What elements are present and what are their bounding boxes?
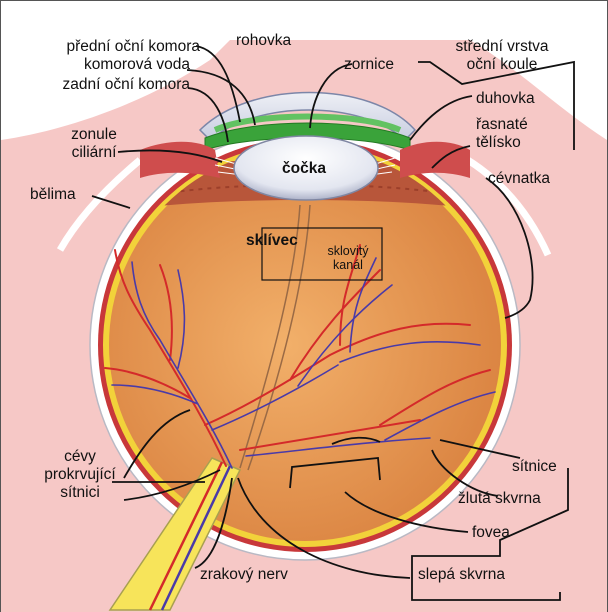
label-belima: bělima — [30, 186, 76, 203]
label-stredni-vrstva-1: střední vrstva — [432, 38, 572, 55]
label-predni-komora: přední oční komora — [30, 38, 200, 55]
label-zonule-1: zonule — [54, 126, 134, 143]
label-cevy-2: prokrvující — [30, 466, 130, 483]
label-sklovity-2: kanál — [318, 258, 378, 272]
label-zornice: zornice — [344, 56, 394, 73]
label-zrakovy-nerv: zrakový nerv — [200, 566, 288, 583]
label-slepa-skvrna: slepá skvrna — [418, 566, 505, 583]
label-rasnate-2: tělísko — [476, 134, 521, 151]
label-sklivec: sklívec — [246, 232, 298, 249]
label-cevy-3: sítnici — [30, 484, 130, 501]
label-zluta-skvrna: žlutá skvrna — [458, 490, 541, 507]
label-cocka: čočka — [282, 160, 326, 177]
label-stredni-vrstva-2: oční koule — [432, 56, 572, 73]
label-fovea: fovea — [472, 524, 510, 541]
label-cevnatka: cévnatka — [488, 170, 550, 187]
ciliary-body-left — [140, 142, 220, 178]
ciliary-body-right — [400, 142, 470, 178]
label-cevy-1: cévy — [30, 448, 130, 465]
label-zadni-komora: zadní oční komora — [30, 76, 190, 93]
label-komorova-voda: komorová voda — [30, 56, 190, 73]
label-sitnice: sítnice — [512, 458, 557, 475]
label-rohovka: rohovka — [236, 32, 291, 49]
label-sklovity-1: sklovitý — [318, 244, 378, 258]
label-zonule-2: ciliární — [54, 144, 134, 161]
label-duhovka: duhovka — [476, 90, 535, 107]
label-rasnate-1: řasnaté — [476, 116, 528, 133]
